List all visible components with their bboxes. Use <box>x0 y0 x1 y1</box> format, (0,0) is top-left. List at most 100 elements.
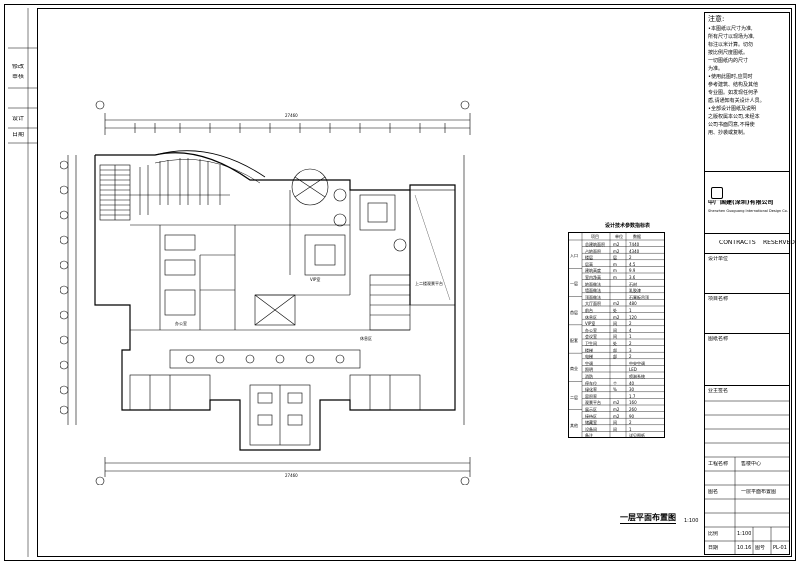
field-drawing-label: 图纸名称 <box>708 336 729 342</box>
outer-frame <box>4 4 796 561</box>
spec-table-grid <box>568 232 665 438</box>
spec-cell: 备注 <box>585 433 593 439</box>
notes-body: •本图纸以尺寸为准,所有尺寸以现场为准,标注以米计算。切勿按比例尺度图纸。一切图… <box>708 25 788 137</box>
strip-label-design: 设计 <box>12 116 25 122</box>
spec-cell: 地面做法 <box>585 281 601 287</box>
spec-cell: m2 <box>613 242 620 247</box>
spec-cell: 9.9 <box>629 268 636 274</box>
notes-line: 参考建筑、结构及其他 <box>708 82 759 88</box>
spec-cell: 楼梯 <box>585 347 593 353</box>
spec-cell: 1.7 <box>629 393 636 399</box>
spec-cell: 层 <box>613 255 617 261</box>
spec-cell: 2 <box>629 341 632 346</box>
sheet-number: PL-01 <box>773 545 787 551</box>
spec-cell: 顶面做法 <box>585 294 601 300</box>
spec-cell: 电梯 <box>585 354 593 360</box>
spec-cell: 观景平台 <box>585 400 601 406</box>
spec-cell: 照明 <box>585 367 593 373</box>
date-label: 日期 <box>708 545 719 551</box>
spec-cell: 层高 <box>585 261 593 267</box>
spec-cell: 石材 <box>629 281 637 287</box>
project-name-value: 售楼中心 <box>741 461 762 467</box>
left-binding-strip: 修改 审核 设计 日期 <box>8 8 37 557</box>
spec-cell: 2 <box>629 255 632 261</box>
spec-cell: 前台 <box>585 308 593 313</box>
spec-cell: 展示区 <box>585 407 597 412</box>
contracts-label: CONTRACTS <box>719 240 756 246</box>
spec-cell: 480 <box>629 301 637 307</box>
company-name-cn: 中广国建(深圳)有限公司 <box>708 200 774 206</box>
spec-cell: LED <box>629 367 637 373</box>
spec-cell: 30 <box>629 387 635 393</box>
spec-cell: 储藏室 <box>585 420 597 426</box>
spec-cell: 处 <box>613 341 617 346</box>
notes-line: 专业图。如发现任何矛 <box>708 90 759 96</box>
spec-cell: 7440 <box>629 242 640 247</box>
spec-cell: 3.6 <box>629 275 636 280</box>
spec-group-label: 其他 <box>570 422 578 428</box>
spec-cell: 大厅面积 <box>585 301 601 307</box>
spec-cell: 2 <box>629 321 632 327</box>
spec-cell: 3 <box>629 347 632 353</box>
company-name-en: Shenzhen Guoguang International Design C… <box>708 209 788 213</box>
spec-cell: m2 <box>613 314 620 320</box>
spec-col-header-value: 数据 <box>633 234 641 239</box>
spec-group-label: 首层 <box>570 309 578 315</box>
spec-cell: 办公室 <box>585 327 597 333</box>
spec-cell: 卫生间 <box>585 341 597 346</box>
spec-cell: m2 <box>613 407 620 412</box>
spec-cell: 间 <box>613 426 617 432</box>
spec-cell: 建筑高度 <box>585 268 601 274</box>
drawing-name-label: 图名 <box>708 489 719 495</box>
field-divider-1 <box>705 293 789 294</box>
spec-cell: 1 <box>629 308 632 313</box>
spec-cell: m <box>613 261 617 267</box>
field-owner-label: 业主签名 <box>708 388 729 394</box>
notes-line: 盾,请通知有关设计人员。 <box>708 98 765 104</box>
spec-cell: 设备间 <box>585 426 597 432</box>
spec-cell: m <box>613 268 617 274</box>
spec-cell: 2 <box>629 354 632 360</box>
spec-cell: 会议室 <box>585 334 597 340</box>
scale-value: 1:100 <box>737 531 752 537</box>
spec-cell: 4 <box>629 327 632 333</box>
spec-cell: 间 <box>613 420 617 426</box>
spec-cell: 处 <box>613 308 617 313</box>
notes-line: 标注以米计算。切勿 <box>708 42 754 48</box>
strip-label-check: 审核 <box>12 74 25 80</box>
notes-line: 为准。 <box>708 66 724 72</box>
spec-cell: 120 <box>629 314 637 320</box>
room-label-terrace: 上二楼观景平台 <box>415 280 443 286</box>
spec-cell: m2 <box>613 413 620 419</box>
spec-cell: m2 <box>613 301 620 307</box>
notes-line: 公司书面同意,不得使 <box>708 122 755 128</box>
spec-cell: 室内净高 <box>585 275 601 280</box>
spec-cell: 绿化率 <box>585 387 597 393</box>
notes-line: 一切图纸内的尺寸 <box>708 58 749 64</box>
spec-cell: 1 <box>629 334 632 340</box>
field-divider-2 <box>705 333 789 334</box>
field-divider-3 <box>705 385 789 386</box>
inner-frame <box>37 8 792 557</box>
floor-plan-drawing: 上二楼观景平台 VIP室 休息区 办公室 27460 27460 <box>60 100 471 485</box>
spec-cell: 墙面做法 <box>585 288 601 294</box>
field-designer-label: 设计单位 <box>708 256 729 262</box>
spec-group-label: 配套 <box>570 338 578 343</box>
spec-cell: m2 <box>613 400 620 406</box>
notes-line: 按比例尺度图纸。 <box>708 50 749 56</box>
spec-cell: 消防 <box>585 374 593 379</box>
spec-cell: m2 <box>613 248 620 254</box>
spec-cell: 停车位 <box>585 380 597 386</box>
notes-header: 注意: <box>708 15 725 23</box>
notes-line: 之版权属本公司,未经本 <box>708 114 760 120</box>
sheet-label: 图号 <box>755 545 766 551</box>
reserved-label: RESERVED <box>763 240 795 246</box>
spec-cell: 间 <box>613 321 617 327</box>
spec-cell: 休息区 <box>585 314 597 320</box>
overall-dimension-bottom: 27460 <box>285 473 298 478</box>
notes-line: •全部设计图纸及说明 <box>708 106 756 112</box>
scale-label: 比例 <box>708 531 719 537</box>
notes-line: •本图纸以尺寸为准, <box>708 26 753 32</box>
spec-cell: 接待区 <box>585 413 597 419</box>
